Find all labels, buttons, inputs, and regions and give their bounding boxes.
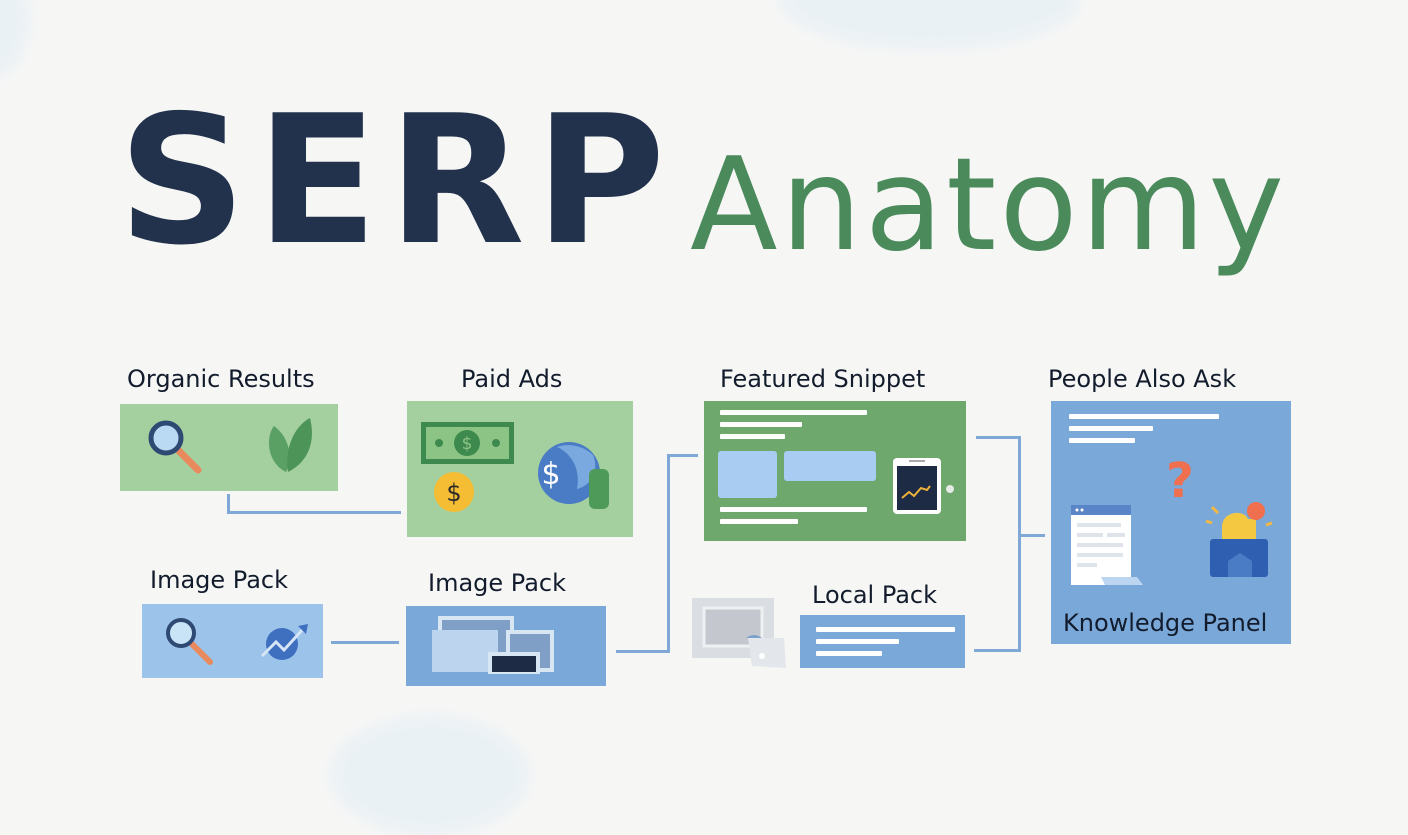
tablet-chart-icon — [893, 458, 954, 514]
text-line — [816, 639, 899, 644]
question-mark-icon: ? — [1166, 453, 1194, 509]
svg-text:$: $ — [541, 457, 560, 492]
trend-arrow-icon — [260, 624, 308, 660]
image-pack-label: Image Pack — [150, 566, 288, 594]
connector — [667, 454, 698, 457]
people-also-ask-card[interactable]: ? Knowledge Panel — [1051, 401, 1291, 644]
text-line — [720, 507, 867, 512]
local-pack-label: Local Pack — [812, 581, 938, 609]
svg-text:$: $ — [446, 479, 461, 507]
text-line — [720, 422, 802, 427]
magnifier-icon — [166, 618, 213, 665]
paid-ads-card[interactable]: $ $ $ — [407, 401, 633, 537]
map-placeholder-icon — [692, 598, 786, 668]
local-pack-card[interactable] — [800, 615, 965, 668]
organic-results-label: Organic Results — [127, 365, 315, 393]
globe-dollar-icon: $ — [538, 442, 609, 509]
image-pack-card[interactable] — [142, 604, 323, 678]
connector — [616, 650, 670, 653]
svg-text:$: $ — [462, 434, 473, 454]
image-block — [718, 451, 777, 498]
bg-blob — [0, 0, 30, 80]
text-line — [1069, 426, 1153, 431]
leaf-icon — [269, 418, 312, 472]
connector — [227, 511, 401, 514]
puzzle-icon — [1205, 502, 1273, 577]
connector — [1018, 534, 1045, 537]
featured-snippet-label: Featured Snippet — [720, 365, 926, 393]
organic-results-card[interactable] — [120, 404, 338, 491]
bg-blob — [330, 715, 530, 835]
connector — [227, 494, 230, 514]
connector — [976, 436, 1020, 439]
image-stack-icon — [432, 616, 554, 674]
people-also-ask-label: People Also Ask — [1048, 365, 1237, 393]
title-anatomy: Anatomy — [690, 131, 1288, 280]
text-line — [720, 519, 798, 524]
document-icon — [1071, 505, 1143, 585]
image-pack-label: Image Pack — [428, 569, 566, 597]
text-line — [1069, 414, 1219, 419]
featured-snippet-card[interactable] — [704, 401, 966, 541]
text-line — [720, 410, 867, 415]
image-pack-card[interactable] — [406, 606, 606, 686]
coin-icon: $ — [434, 472, 474, 512]
image-block — [784, 451, 876, 481]
connector — [974, 649, 1021, 652]
bg-blob — [780, 0, 1080, 50]
banknote-icon: $ — [421, 422, 514, 464]
connector — [667, 454, 670, 653]
text-line — [1069, 438, 1135, 443]
title-serp: SERP — [118, 77, 676, 284]
magnifier-icon — [148, 420, 202, 474]
connector — [1018, 436, 1021, 652]
text-line — [816, 627, 955, 632]
text-line — [720, 434, 785, 439]
paid-ads-label: Paid Ads — [461, 365, 563, 393]
connector — [331, 641, 399, 644]
text-line — [816, 651, 882, 656]
knowledge-panel-label: Knowledge Panel — [1063, 609, 1268, 637]
